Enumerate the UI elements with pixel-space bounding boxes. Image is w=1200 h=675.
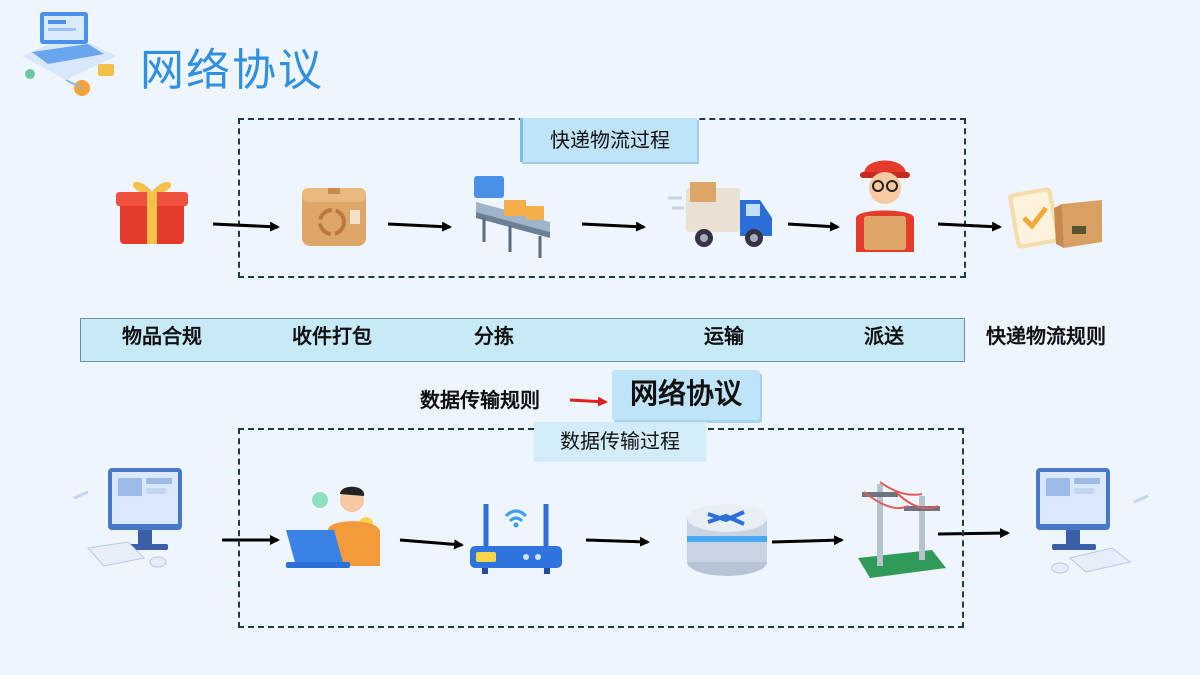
red-arrow [569, 396, 608, 407]
power-line-icon [858, 481, 946, 578]
gift-box-icon [116, 181, 188, 244]
stage-label: 运输 [704, 324, 744, 348]
wifi-router-icon [470, 504, 562, 574]
desktop-computer-icon [73, 468, 182, 568]
arrow [787, 221, 840, 232]
express-process-label: 快递物流过程 [520, 118, 697, 162]
laptop-network-icon [22, 12, 116, 96]
stage-label: 收件打包 [292, 324, 372, 348]
desktop-computer-icon [1036, 468, 1149, 574]
network-switch-icon [687, 504, 767, 576]
stage-label: 物品合规 [122, 324, 202, 348]
stage-label: 分拣 [474, 324, 514, 348]
delivery-truck-icon [668, 182, 772, 247]
arrow [581, 221, 646, 232]
arrow [387, 221, 452, 232]
network-process-label: 数据传输过程 [534, 422, 706, 462]
conveyor-sorter-icon [474, 176, 550, 258]
arrow [399, 538, 464, 550]
page-title: 网络协议 [140, 45, 324, 96]
network-protocol-label: 网络协议 [612, 370, 760, 420]
stage-strip [80, 318, 965, 362]
courier-icon [856, 160, 914, 252]
recycle-parcel-icon [302, 188, 366, 246]
arrow [771, 535, 844, 546]
stage-label: 派送 [864, 324, 904, 348]
arrow [937, 221, 1002, 232]
arrow [212, 221, 280, 232]
laptop-user-icon [286, 486, 380, 568]
data-rules-label: 数据传输规则 [420, 388, 540, 412]
signed-package-icon [1008, 187, 1102, 249]
arrow [937, 528, 1010, 539]
arrow [585, 536, 650, 547]
express-rules-label: 快递物流规则 [986, 324, 1106, 348]
